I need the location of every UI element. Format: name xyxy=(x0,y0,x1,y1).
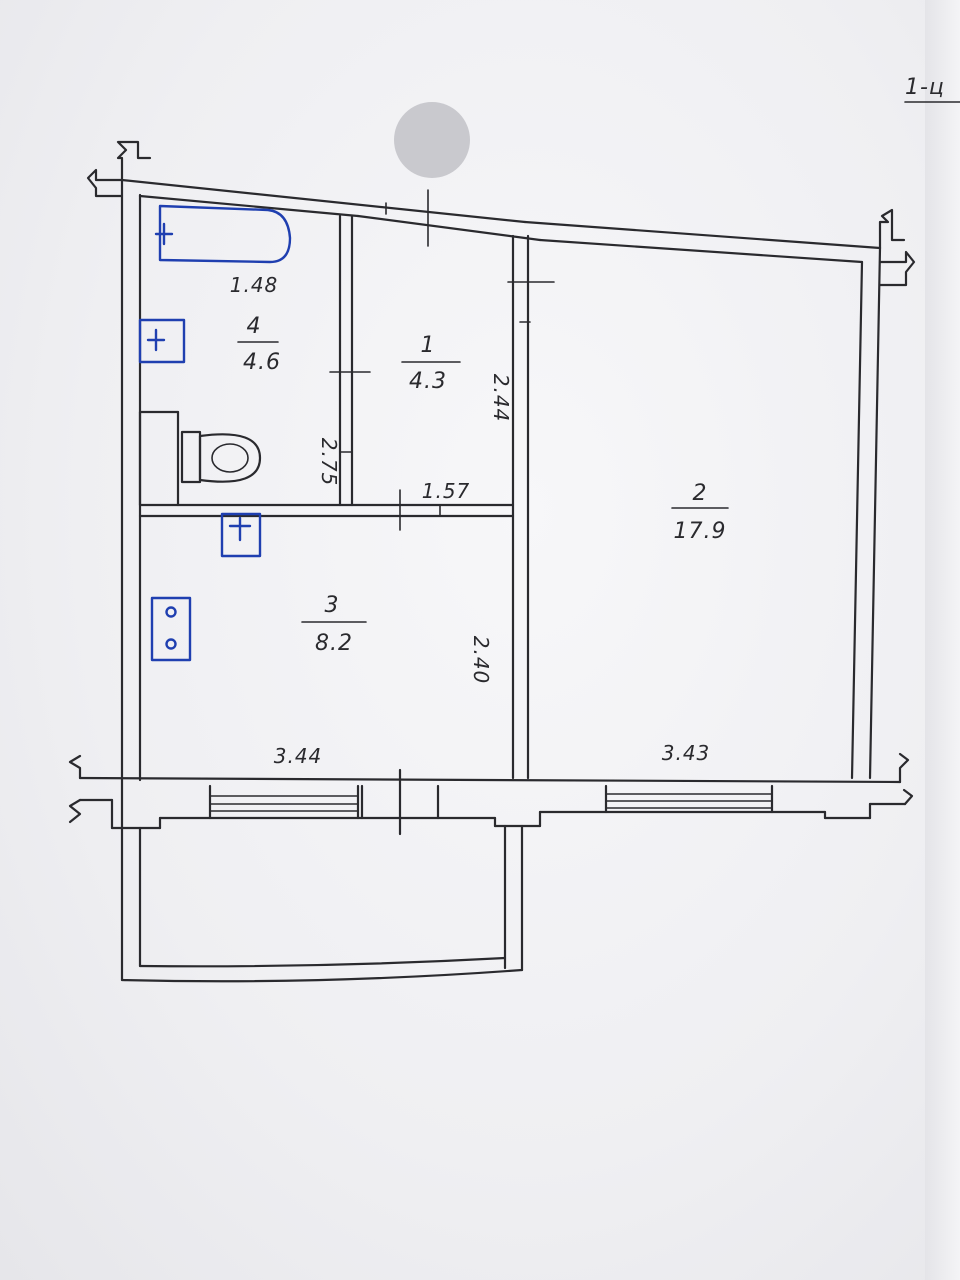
stove-icon xyxy=(150,596,192,662)
room-1-number: 1 xyxy=(421,333,436,358)
kitchen-sink-icon xyxy=(220,512,262,558)
room-1-label: 1 4.3 xyxy=(401,333,461,394)
sheet-mark: 1-ц xyxy=(905,75,945,100)
dim-bath-height: 2.75 xyxy=(317,438,341,487)
facade-wall xyxy=(68,752,914,830)
room-4-area: 4.6 xyxy=(243,350,281,375)
balcony-door xyxy=(360,768,440,836)
outer-walls xyxy=(86,140,916,982)
room-3-area: 8.2 xyxy=(315,631,353,656)
interior-walls xyxy=(138,189,555,780)
room-2-label: 2 17.9 xyxy=(671,481,729,544)
room-4-label: 4 4.6 xyxy=(237,314,281,375)
window-living xyxy=(604,784,774,814)
sink-icon xyxy=(138,318,186,364)
room-3-number: 3 xyxy=(325,593,340,618)
dim-living-width: 3.43 xyxy=(662,741,711,765)
dim-hall-width: 1.57 xyxy=(422,479,471,503)
paper-fold xyxy=(925,0,960,1280)
dim-kitchen-height: 2.40 xyxy=(469,636,493,685)
room-4-number: 4 xyxy=(247,314,262,339)
dim-hall-height: 2.44 xyxy=(489,374,513,423)
room-1-area: 4.3 xyxy=(409,369,447,394)
balcony xyxy=(120,824,524,983)
punch-hole xyxy=(394,102,470,178)
window-kitchen xyxy=(208,784,360,820)
toilet-icon xyxy=(180,430,262,484)
room-3-label: 3 8.2 xyxy=(301,593,367,656)
dim-kitchen-width: 3.44 xyxy=(274,744,323,768)
room-2-number: 2 xyxy=(693,481,708,506)
dim-bath-width: 1.48 xyxy=(230,273,279,297)
bathtub-icon xyxy=(154,204,292,264)
room-2-area: 17.9 xyxy=(674,519,727,544)
